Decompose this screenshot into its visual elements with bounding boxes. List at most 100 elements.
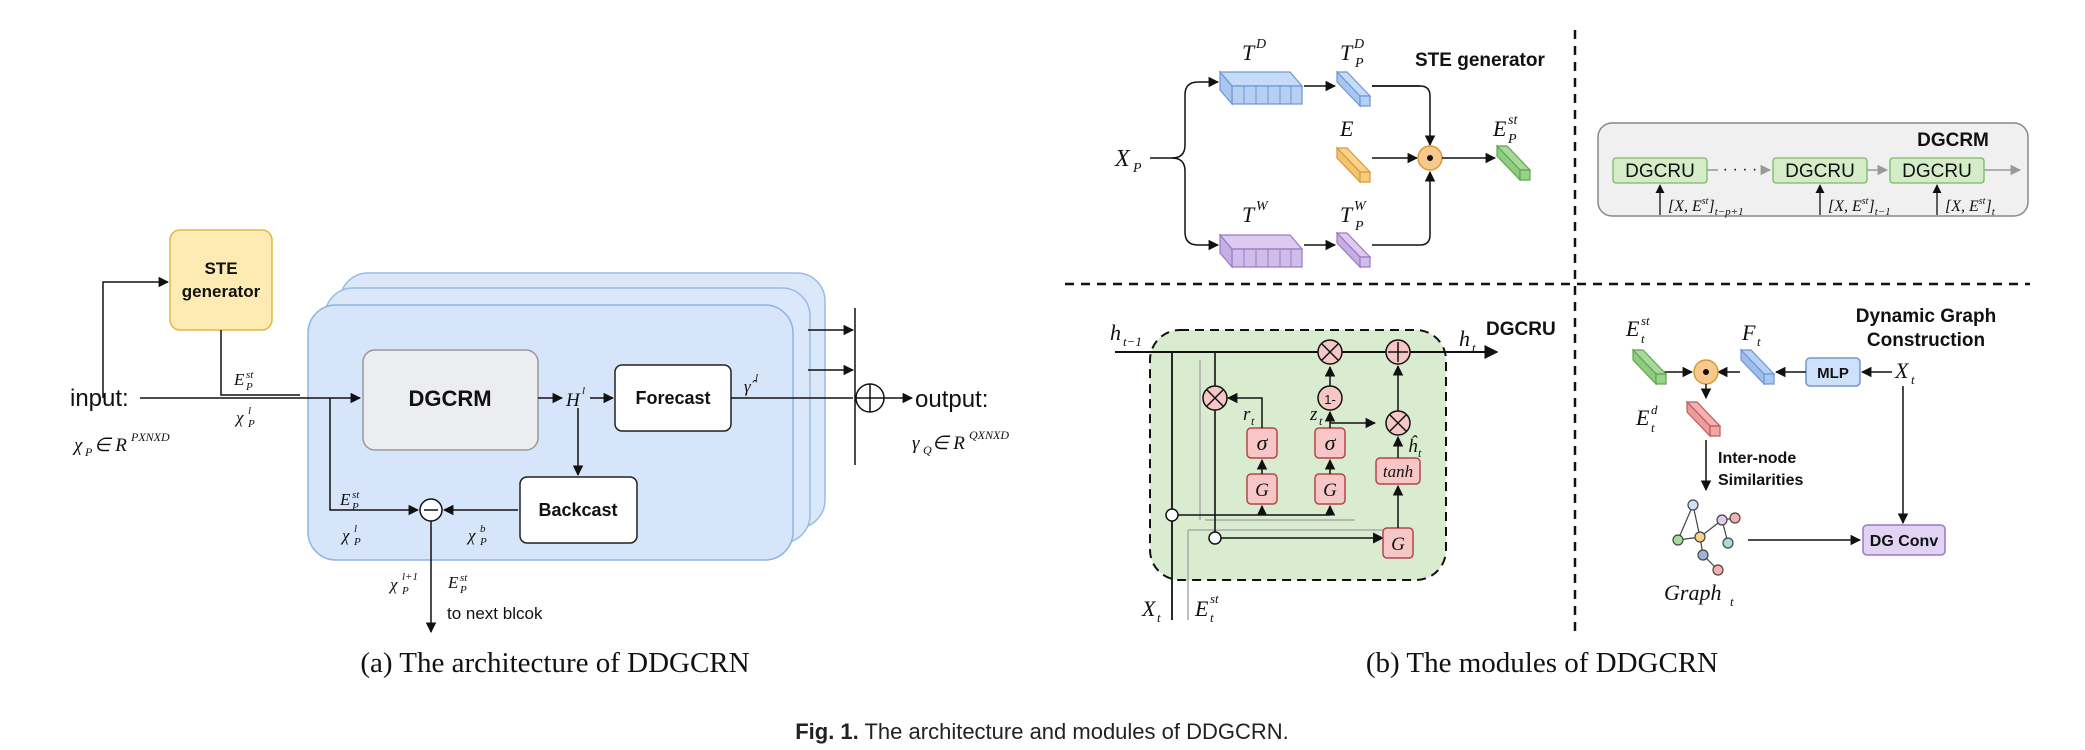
input-to-ste-line: [102, 276, 170, 398]
label-chi-l-a-sup: l: [248, 405, 251, 417]
dgcrm-label: DGCRM: [408, 386, 491, 411]
label-chi-next: χ: [388, 575, 398, 594]
tpw-to-dot-line: [1372, 170, 1436, 246]
reset-multiply-x2: [1206, 389, 1224, 407]
ed-label-sup: d: [1651, 402, 1658, 417]
label-chi-b: χ: [466, 526, 476, 545]
backcast-box: [519, 476, 638, 544]
td-label-sup: D: [1255, 37, 1266, 52]
e-t-label-sub: t: [1210, 610, 1214, 625]
r-t-label: r: [1243, 404, 1251, 425]
graph-title-2: Construction: [1867, 330, 1985, 351]
figure-caption: Fig. 1. The architecture and modules of …: [795, 719, 1289, 744]
epst-label-sub: P: [1507, 132, 1517, 147]
ed-label-sub: t: [1651, 420, 1655, 435]
ste-generator-label-2: generator: [182, 282, 261, 301]
ste-generator-label-1: STE: [204, 259, 237, 278]
candidate-g: G: [1391, 534, 1405, 555]
tpw-tensor: [1335, 231, 1372, 269]
td-tensor: [1218, 70, 1304, 106]
tpd-to-dot-line: [1372, 85, 1436, 147]
input-label: input:: [70, 385, 129, 412]
ste-generator-box: [169, 229, 273, 331]
g-x-t-label-sub: t: [1911, 372, 1915, 387]
h-t-label-sub: t: [1472, 340, 1476, 355]
output-space-mid: ∈ R: [932, 433, 965, 454]
tpw-label-sub: P: [1354, 219, 1364, 234]
ft-tensor: [1739, 348, 1776, 386]
tw-label: T: [1242, 202, 1256, 227]
dgconv-label: DG Conv: [1870, 533, 1939, 550]
label-ep-st-b: E: [339, 490, 351, 509]
dgcru-cell-3-label: DGCRU: [1902, 161, 1972, 182]
z-t-label-sub: t: [1319, 414, 1323, 428]
dgcru-module: DGCRU h t−1 h t G σ r t G: [1110, 319, 1556, 625]
label-ep-st-b-sub: P: [351, 501, 359, 513]
tpd-tensor: [1335, 70, 1372, 108]
similarity-label-2: Similarities: [1718, 472, 1803, 489]
h-hat-label: ĥ: [1408, 435, 1418, 457]
dgcrm-input-1: [X, Est]t−p+1: [1668, 196, 1744, 218]
dgcru-cell-1-label: DGCRU: [1625, 161, 1695, 182]
backcast-label: Backcast: [538, 500, 617, 520]
dgconv-box: [1862, 524, 1946, 556]
forecast-label: Forecast: [635, 388, 710, 408]
ed-label: E: [1635, 405, 1650, 430]
h-t-label: h: [1459, 326, 1470, 351]
tpd-label-sub: P: [1354, 56, 1364, 71]
graph-product-dot: [1703, 369, 1709, 375]
label-ep-st-next: E: [447, 573, 459, 592]
label-ep-st-next-sup: st: [460, 572, 468, 584]
residual-in-line: [329, 398, 420, 516]
xp-to-tw-line: [1171, 157, 1220, 251]
panel-b-caption: (b) The modules of DDGCRN: [1366, 647, 1718, 679]
elementwise-product-dot: [1427, 155, 1433, 161]
label-ep-st-a-sub: P: [245, 381, 253, 393]
one-minus-label: 1-: [1324, 392, 1336, 407]
g-est-label-sub: t: [1641, 331, 1645, 346]
to-next-block-label: to next blcok: [447, 604, 543, 623]
label-ep-st-next-sub: P: [459, 584, 467, 596]
input-space-sup: PXNXD: [130, 430, 170, 444]
tanh-label: tanh: [1383, 462, 1413, 481]
td-label: T: [1242, 40, 1256, 65]
e-t-label-sup: st: [1210, 591, 1219, 606]
ste-title: STE generator: [1415, 50, 1545, 71]
xp-label: X: [1114, 146, 1131, 172]
tw-tensor: [1218, 233, 1304, 269]
est-tensor: [1631, 348, 1668, 386]
h-prev-label: h: [1110, 320, 1121, 345]
concat-node-1: [1165, 508, 1179, 522]
label-h: H: [565, 390, 581, 411]
panel-a-caption: (a) The architecture of DDGCRN: [360, 647, 749, 679]
r-to-multiply-line: [1226, 392, 1263, 428]
dgcrm-module-title: DGCRM: [1917, 130, 1989, 151]
e-t-label: E: [1194, 596, 1209, 621]
input-space-sub: P: [84, 445, 93, 459]
ft-label: F: [1741, 320, 1756, 345]
z-t-label: z: [1309, 404, 1318, 425]
panel-a: STE generator DGCRM Forecast Backcast in…: [70, 229, 1009, 679]
tpd-label-sup: D: [1353, 37, 1364, 52]
dgcru-title: DGCRU: [1486, 319, 1556, 340]
candidate-multiply-x2: [1389, 414, 1407, 432]
ed-tensor: [1685, 400, 1722, 438]
z-gate-g: G: [1323, 480, 1337, 501]
ste-to-block-line: [220, 330, 300, 396]
dgcrm-ellipsis: · · · ·: [1723, 161, 1758, 178]
graph-title-1: Dynamic Graph: [1856, 306, 1996, 327]
label-chi-b-sup: b: [480, 523, 486, 535]
epst-label-sup: st: [1508, 113, 1518, 128]
label-chi-b-sub: P: [479, 536, 487, 548]
output-space-sup: QXNXD: [969, 428, 1009, 442]
label-chi-l-b: χ: [340, 526, 350, 545]
x-t-label: X: [1141, 596, 1157, 621]
label-ep-st-b-sup: st: [352, 489, 360, 501]
output-label: output:: [915, 386, 988, 413]
dgcrm-box: [362, 349, 539, 451]
ft-label-sub: t: [1757, 334, 1761, 349]
input-space-chi: χ: [72, 435, 83, 456]
xp-label-sub: P: [1132, 161, 1142, 176]
similarity-label-1: Inter-node: [1718, 450, 1796, 467]
update-multiply-x2: [1321, 343, 1339, 361]
